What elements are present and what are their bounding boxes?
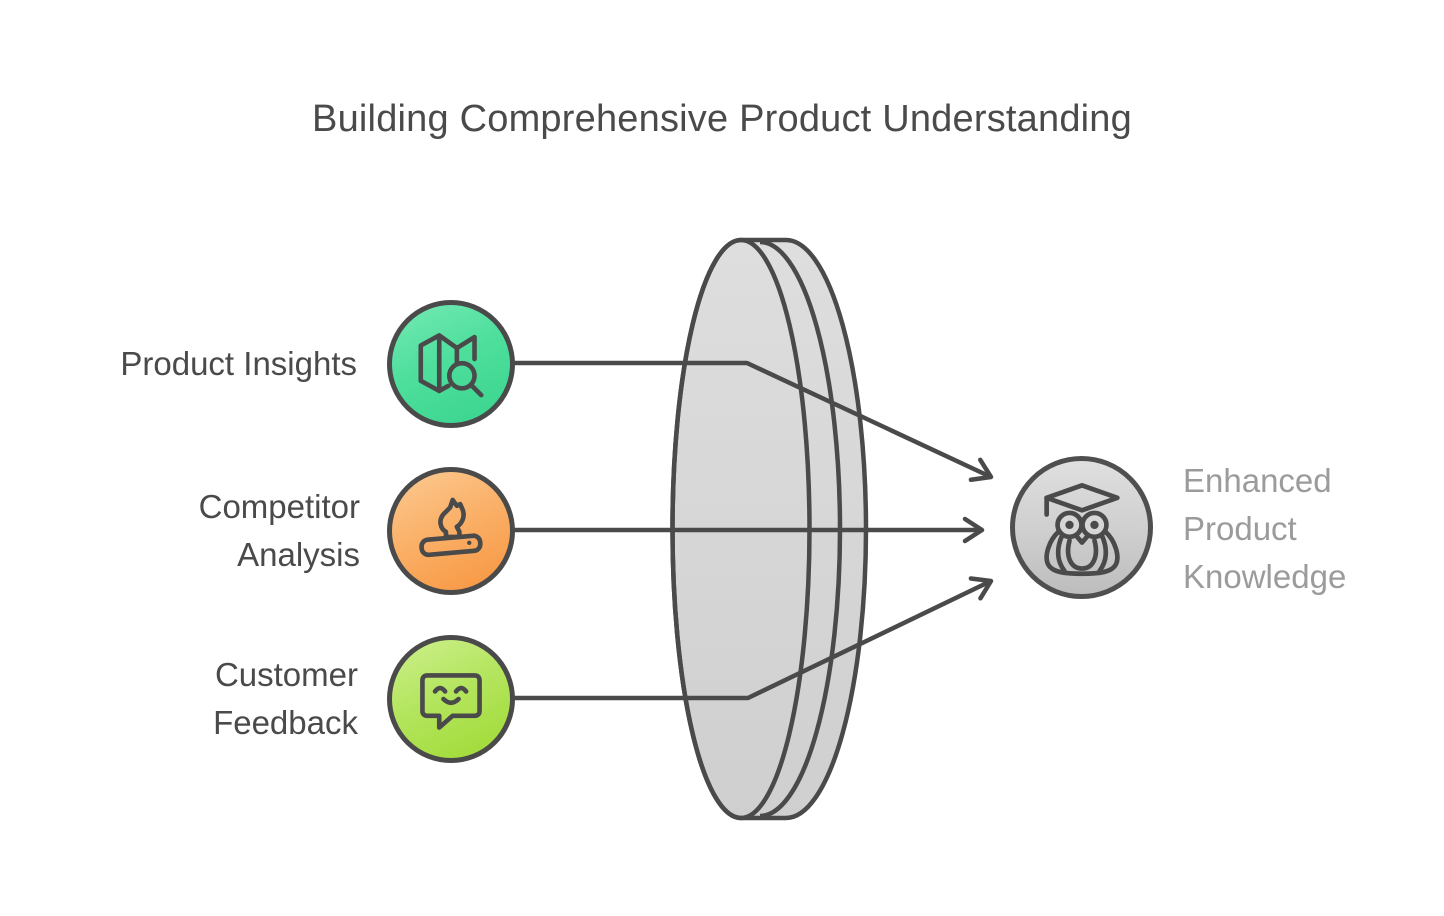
ray-product-insights <box>512 360 994 483</box>
label-enhanced-knowledge: Enhanced Product Knowledge <box>1183 462 1347 595</box>
smiley-message-icon <box>420 673 482 730</box>
chess-knight-icon <box>419 497 483 558</box>
ray-customer-feedback <box>512 576 994 701</box>
map-search-icon <box>418 333 484 398</box>
node-product-insights <box>387 300 515 428</box>
node-enhanced-knowledge <box>1010 456 1153 599</box>
node-competitor-analysis <box>387 467 515 595</box>
label-competitor-analysis: Competitor Analysis <box>198 488 360 573</box>
label-customer-feedback: Customer Feedback <box>213 656 358 741</box>
label-product-insights: Product Insights <box>120 345 357 382</box>
page-title: Building Comprehensive Product Understan… <box>312 98 1132 140</box>
graduate-owl-icon <box>1043 482 1120 576</box>
light-rays <box>512 360 994 701</box>
node-customer-feedback <box>387 635 515 763</box>
